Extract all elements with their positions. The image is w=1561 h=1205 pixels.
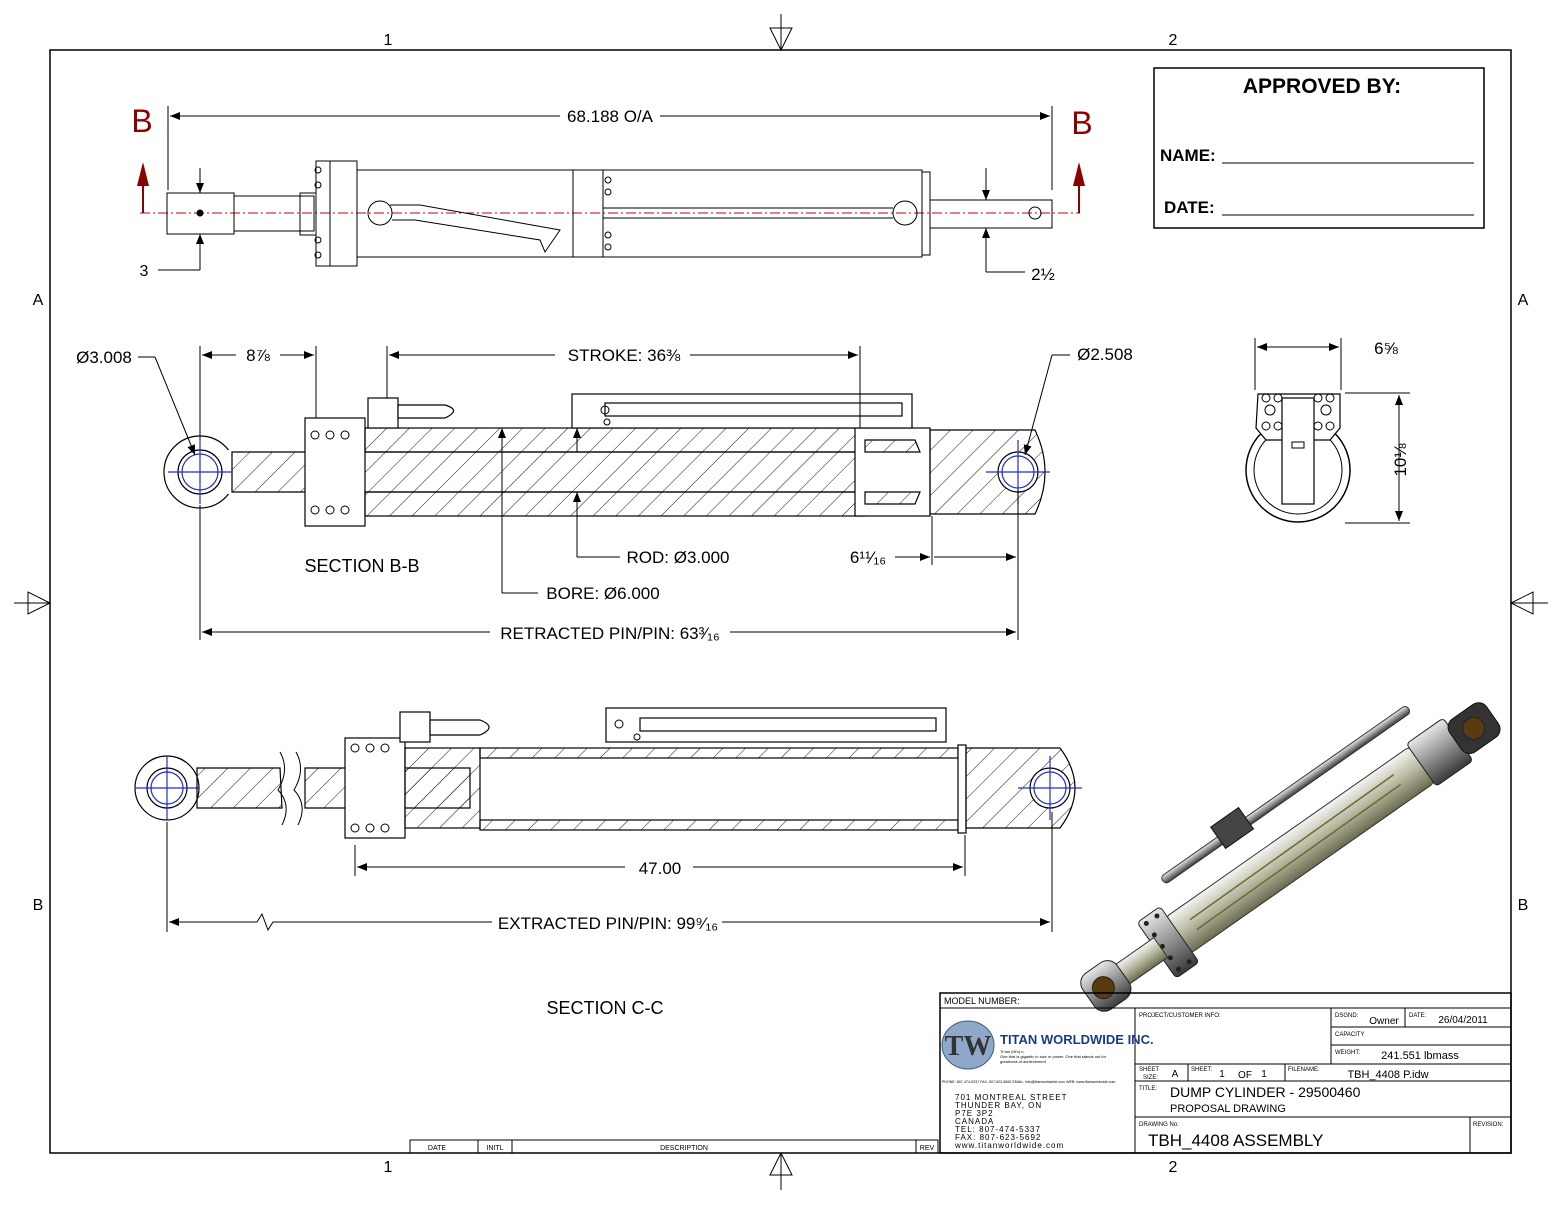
section-mark-right: B: [1071, 105, 1092, 141]
dim-pin-dia-right: Ø2.508: [1077, 345, 1133, 364]
dim-retracted: RETRACTED PIN/PIN: 63³⁄₁₆: [500, 624, 719, 643]
tb-title-line-2: PROPOSAL DRAWING: [1170, 1103, 1286, 1115]
tb-address-1: 701 MONTREAL STREET: [955, 1093, 1068, 1102]
tb-capacity-label: CAPACITY: [1335, 1032, 1365, 1038]
tb-project-label: PROJECT/CUSTOMER INFO:: [1139, 1013, 1221, 1019]
tb-sheet-size-value: A: [1172, 1069, 1179, 1080]
dim-3: 3: [140, 263, 149, 280]
tb-sheet-total: 1: [1261, 1069, 1267, 1080]
tb-revision-label: REVISION:: [1473, 1122, 1504, 1128]
approval-box: APPROVED BY: NAME: DATE:: [1153, 67, 1485, 229]
rev-col-date: DATE: [428, 1145, 446, 1152]
tb-dsgnd-value: Owner: [1369, 1016, 1399, 1027]
section-mark-left: B: [131, 103, 152, 139]
tb-dsgnd-label: DSGND:: [1335, 1013, 1359, 1019]
section-bb-title: SECTION B-B: [304, 556, 419, 576]
dim-2-half: 2½: [1031, 265, 1055, 284]
tb-filename-value: TBH_4408 P.idw: [1347, 1069, 1428, 1081]
zone-col-1-top: 1: [384, 32, 393, 49]
dim-extracted: EXTRACTED PIN/PIN: 99⁹⁄₁₆: [498, 914, 718, 933]
tb-tagline-3: greatness of achievement: [1000, 1059, 1047, 1064]
dim-end-height: 10⅛: [1391, 443, 1410, 477]
zone-row-b-left: B: [33, 897, 44, 914]
end-view: 6⅝ 10⅛: [1245, 338, 1410, 524]
zone-row-b-right: B: [1518, 897, 1529, 914]
tb-address-3: P7E 3P2: [955, 1109, 994, 1118]
section-arrow-right-icon: [1073, 162, 1085, 186]
tb-address-7: www.titanworldwide.com: [954, 1141, 1064, 1150]
titan-logo-icon: TW: [941, 1020, 995, 1070]
tb-address-4: CANADA: [955, 1117, 994, 1126]
rev-col-description: DESCRIPTION: [660, 1145, 708, 1152]
tb-sheet-size-label-1: SHEET: [1139, 1067, 1159, 1073]
tb-model-label: MODEL NUMBER:: [944, 996, 1020, 1006]
rev-col-rev: REV: [920, 1145, 935, 1152]
tb-contact-line: PHONE: 807-474-5337 FAX: 807-623-5692 EM…: [942, 1080, 1115, 1084]
revision-table: DATE INITL DESCRIPTION REV: [409, 1139, 939, 1154]
tb-of-label: OF: [1238, 1070, 1252, 1081]
dim-overall-length: 68.188 O/A: [567, 107, 654, 126]
approval-name-label: NAME:: [1160, 146, 1216, 165]
tb-sheet-value: 1: [1219, 1069, 1225, 1080]
section-cc-title: SECTION C-C: [547, 998, 664, 1018]
approval-date-label: DATE:: [1164, 198, 1215, 217]
tb-date-label: DATE:: [1409, 1013, 1427, 1019]
dim-end-width: 6⅝: [1374, 339, 1398, 358]
title-block: MODEL NUMBER: TW TITAN WORLDWIDE INC. Ti…: [939, 992, 1512, 1154]
tb-tagline-2: One that is gigantic in size or power. O…: [1000, 1054, 1107, 1059]
tb-filename-label: FILENAME:: [1288, 1067, 1320, 1073]
zone-col-2-top: 2: [1169, 32, 1178, 49]
zone-row-a-left: A: [33, 292, 44, 309]
dim-rod: ROD: Ø3.000: [627, 548, 730, 567]
rev-col-initl: INITL: [486, 1145, 503, 1152]
tb-date-value: 26/04/2011: [1438, 1015, 1488, 1026]
tb-sheet-size-label-2: SIZE:: [1143, 1075, 1158, 1081]
dim-pin-dia-left: Ø3.008: [76, 348, 132, 367]
cylinder-top-view: B B 68.188 O/A: [131, 103, 1092, 284]
tb-drawing-no-value: TBH_4408 ASSEMBLY: [1148, 1131, 1323, 1150]
svg-text:TW: TW: [945, 1031, 992, 1062]
tb-company-name: TITAN WORLDWIDE INC.: [1000, 1032, 1154, 1047]
section-bb-view: Ø3.008 Ø2.508 8⅞ STROKE: 36⅜ ROD: Ø3.000…: [76, 345, 1133, 643]
approval-title: APPROVED BY:: [1243, 75, 1401, 98]
zone-col-1-bottom: 1: [384, 1159, 393, 1176]
isometric-cylinder-view: [1080, 702, 1501, 1012]
dim-6-11-16: 6¹¹⁄₁₆: [850, 548, 886, 567]
section-cc-view: 47.00 EXTRACTED PIN/PIN: 99⁹⁄₁₆ SECTION …: [134, 707, 1082, 1018]
tb-sheet-label: SHEET:: [1191, 1067, 1212, 1073]
tb-drawing-no-label: DRAWING No:: [1139, 1122, 1179, 1128]
dim-47: 47.00: [639, 859, 682, 878]
tb-weight-label: WEIGHT:: [1335, 1050, 1360, 1056]
tb-weight-value: 241.551 lbmass: [1381, 1050, 1459, 1062]
dim-bore: BORE: Ø6.000: [546, 584, 659, 603]
dim-stroke: STROKE: 36⅜: [568, 346, 681, 365]
tb-address-2: THUNDER BAY, ON: [955, 1101, 1042, 1110]
tb-address-6: FAX: 807-623-5692: [955, 1133, 1041, 1142]
zone-row-a-right: A: [1518, 292, 1529, 309]
tb-tagline-1: Ti·tan (tīt'n) n.: [1000, 1049, 1025, 1054]
zone-col-2-bottom: 2: [1169, 1159, 1178, 1176]
tb-address-5: TEL: 807-474-5337: [955, 1125, 1041, 1134]
tb-title-line-1: DUMP CYLINDER - 29500460: [1170, 1084, 1361, 1100]
tb-title-label: TITLE:: [1139, 1086, 1157, 1092]
centering-marks: [14, 14, 1548, 1190]
section-arrow-left-icon: [137, 162, 149, 186]
dim-8-7-8: 8⅞: [246, 346, 270, 365]
